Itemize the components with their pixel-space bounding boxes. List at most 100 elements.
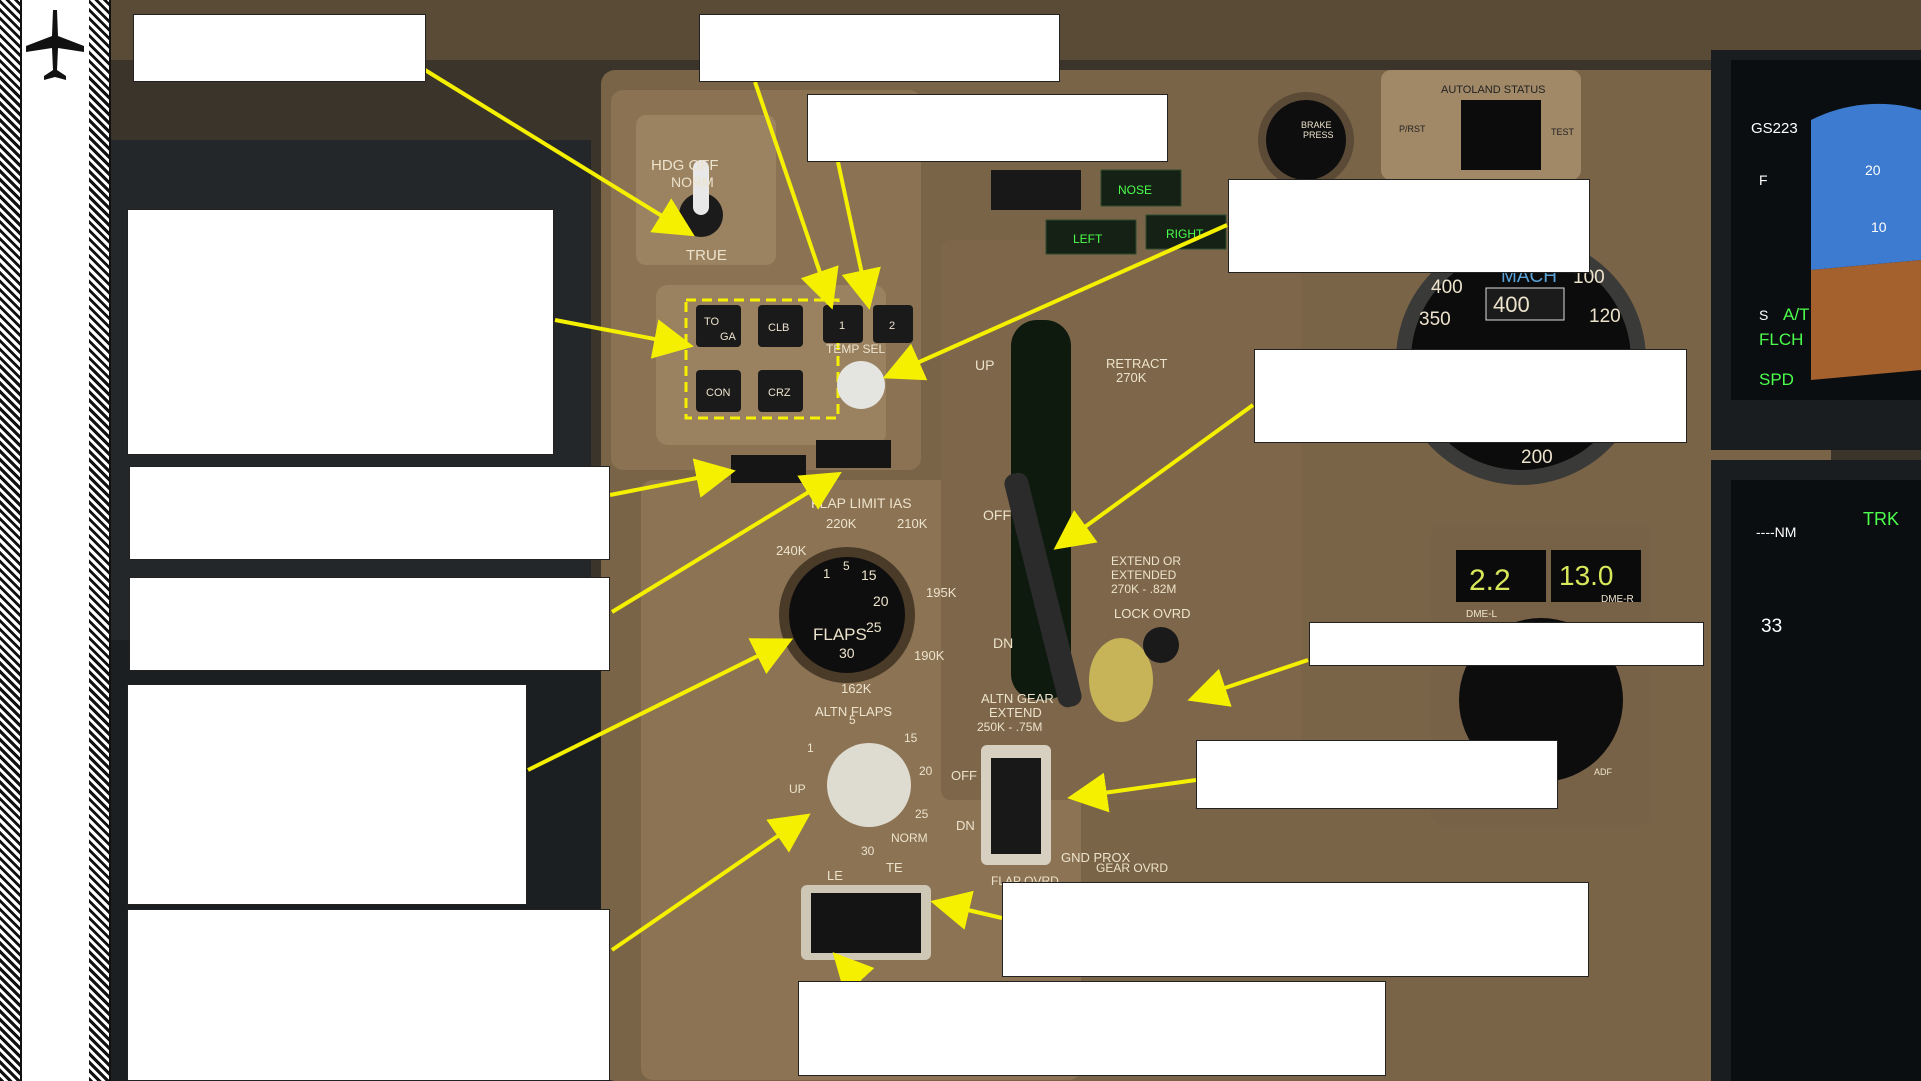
sidebar-hatch-right [89,0,111,1081]
callout-box-lock-ovrd [1309,622,1704,666]
arrow-le-te-bottom [832,952,875,996]
pfd-pitch-20: 20 [1865,162,1881,178]
temp-sel-knob [837,361,885,409]
arrow-thrust-modes [554,318,694,359]
altn-gear-label-1: ALTN GEAR [981,691,1054,706]
arrow-le-te [930,890,1003,930]
arrow-annunciator-left [609,458,736,498]
arrow-hdg [423,68,695,237]
gear-off-label: OFF [983,507,1011,523]
altn-gear-dn-label: DN [956,818,975,833]
asi-400: 400 [1431,277,1463,298]
thrust-mode-highlight [684,298,840,420]
thrust-1-button [823,305,863,343]
flap-mark-5: 5 [843,559,850,573]
lock-ovrd-button [1143,627,1179,663]
arrow-temp-sel [882,223,1228,381]
extend-label-1: EXTEND OR [1111,554,1181,568]
altn-norm-label: NORM [891,831,928,845]
callout-box-annunciator-left [129,466,610,560]
arrow-thrust-2 [836,161,881,310]
clb-label: CLB [768,322,789,334]
annunciator-right [816,440,891,468]
annunciator-blank [991,170,1081,210]
con-label: CON [706,387,731,399]
altn-mark-20: 20 [919,764,933,778]
annunciator-left [731,455,806,483]
lock-ovrd-label: LOCK OVRD [1114,606,1191,621]
adf-label: ADF [1594,767,1613,777]
flap-gauge-face [789,557,905,673]
altn-mark-1: 1 [807,741,814,755]
up-label: UP [975,357,994,373]
arrow-thrust-1 [753,81,839,310]
callout-box-hdg [133,14,426,82]
arrow-lock-ovrd [1187,658,1309,707]
gear-dn-label: DN [993,635,1013,651]
dme-l-display [1456,550,1546,602]
norm-label: NORM [671,174,714,190]
altn-mark-25: 25 [915,807,929,821]
flap-speed-190: 190K [914,648,945,663]
nd-trk: TRK [1863,509,1899,529]
altn-flaps-label: ALTN FLAPS [815,704,892,719]
thrust-2-button [873,305,913,343]
altn-mark-15: 15 [904,731,918,745]
autoland-status-label: AUTOLAND STATUS [1441,84,1546,96]
thrust-1-label: 1 [839,320,845,332]
asi-window-value: 400 [1493,292,1530,317]
true-label: TRUE [686,247,727,264]
sidebar [0,0,111,1081]
arrow-gear-lever [1053,403,1255,550]
arrow-altn-flaps [610,813,811,952]
altn-mark-5: 5 [849,713,856,727]
altn-flaps-knob [827,743,911,827]
pfd-sky [1811,103,1921,270]
altn-gear-label-2: EXTEND [989,705,1042,720]
callout-box-temp-sel [1228,179,1590,273]
pfd-f: F [1759,172,1768,188]
gnd-prox-label: GND PROX [1061,850,1131,865]
dme-r-value: 13.0 [1559,560,1614,591]
temp-sel-label: TEMP SEL [826,342,885,356]
brake-press-face [1266,100,1346,180]
flap-speed-220: 220K [826,516,857,531]
callout-box-gnd-prox [1002,882,1589,977]
pfd-at: A/T [1783,305,1809,324]
ga-label: GA [720,331,737,343]
retract-label: RETRACT [1106,356,1167,371]
brake-label-2: PRESS [1303,130,1334,140]
flap-speed-162: 162K [841,681,872,696]
prst-label: P/RST [1399,124,1426,134]
flap-mark-15: 15 [861,567,877,583]
nd-nm: ----NM [1756,524,1796,540]
callout-box-le-te [798,981,1386,1076]
pfd-ground [1811,260,1921,380]
callout-box-thrust-2 [807,94,1168,162]
pfd-pitch-10: 10 [1871,219,1887,235]
asi-200: 200 [1521,447,1553,468]
flap-speed-210: 210K [897,516,928,531]
extend-label-3: 270K - .82M [1111,582,1176,596]
crz-label: CRZ [768,387,791,399]
dme-l-label: DME-L [1466,609,1498,620]
brake-label-1: BRAKE [1301,120,1332,130]
le-label: LE [827,868,843,883]
sidebar-hatch-left [0,0,22,1081]
hdg-switch-toggle [693,160,709,215]
nd-screen [1731,480,1921,1081]
airplane-icon [26,10,84,80]
altn-gear-label-3: 250K - .75M [977,720,1042,734]
arrow-altn-gear [1067,772,1197,813]
thrust-2-label: 2 [889,320,895,332]
nose-gear-light [1100,169,1182,207]
nose-label: NOSE [1118,183,1152,197]
callout-box-annunciator-right [129,577,610,671]
flap-speed-240: 240K [776,543,807,558]
crz-button [758,370,803,412]
test-label: TEST [1551,127,1575,137]
pfd-flch: FLCH [1759,330,1803,349]
pfd-gs: GS223 [1751,120,1798,137]
